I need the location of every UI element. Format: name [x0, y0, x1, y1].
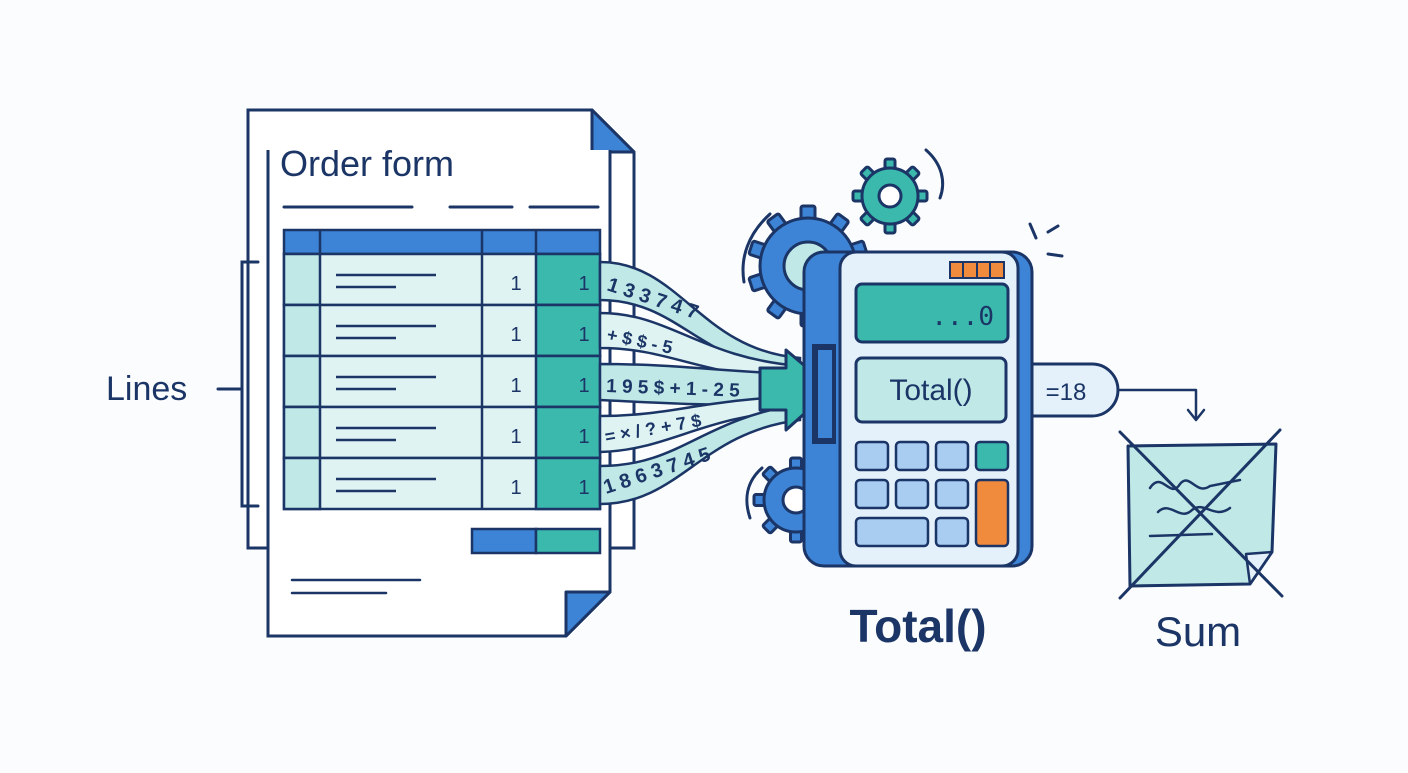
result-value: =18 — [1046, 379, 1087, 406]
calculator-display: ...0 — [931, 302, 994, 332]
row-qty: 1 — [510, 273, 521, 295]
form-title: Order form — [280, 143, 454, 184]
result-pill — [1030, 362, 1120, 418]
order-table: 1 1 1 1 1 1 1 1 1 1 — [282, 228, 602, 595]
table-total-bar — [470, 527, 538, 555]
row-qty: 1 — [510, 375, 521, 397]
stream-text: 1 9 5 $ + 1 - 2 5 — [606, 376, 741, 402]
table-row — [282, 354, 602, 409]
gear-icon — [851, 157, 929, 235]
data-streams — [598, 260, 802, 506]
lines-bracket — [216, 260, 260, 508]
motion-lines — [741, 148, 1064, 520]
table-total-bar-value — [534, 527, 602, 555]
table-row — [282, 303, 602, 358]
lines-label: Lines — [106, 370, 187, 408]
sum-label: Sum — [1155, 608, 1241, 655]
calculator-function-label: Total() — [889, 374, 972, 407]
crossed-out-note-icon — [1118, 428, 1284, 600]
row-qty: 1 — [510, 426, 521, 448]
table-row — [282, 456, 602, 511]
row-qty: 1 — [510, 477, 521, 499]
row-total: 1 — [578, 273, 589, 295]
result-arrow — [1116, 388, 1206, 422]
calculator-icon — [802, 250, 1034, 568]
calculator-caption: Total() — [849, 600, 986, 652]
table-row — [282, 405, 602, 460]
row-total: 1 — [578, 426, 589, 448]
row-total: 1 — [578, 477, 589, 499]
row-total: 1 — [578, 375, 589, 397]
row-total: 1 — [578, 324, 589, 346]
table-row — [282, 252, 602, 307]
row-qty: 1 — [510, 324, 521, 346]
